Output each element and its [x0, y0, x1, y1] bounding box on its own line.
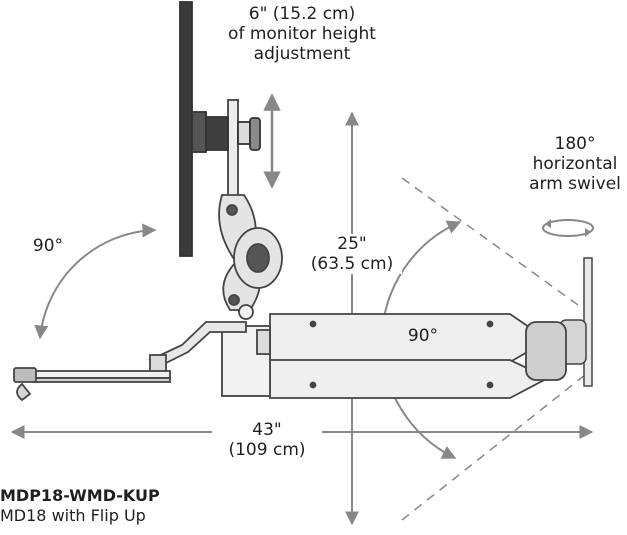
arm-sweep-lines	[401, 177, 586, 521]
monitor	[179, 1, 261, 257]
vertical-dim-line2: (63.5 cm)	[310, 254, 394, 274]
horizontal-dim-line2: (109 cm)	[228, 440, 306, 460]
height-adjust-line2: of monitor height	[228, 24, 376, 44]
vertical-dimension-label: 25" (63.5 cm)	[302, 234, 402, 274]
arm-base-block	[221, 325, 271, 397]
product-caption: MDP18-WMD-KUP MD18 with Flip Up	[0, 486, 160, 526]
height-adjust-line1: 6" (15.2 cm)	[248, 4, 356, 24]
swivel-icon	[542, 219, 594, 237]
swivel-line2: horizontal	[532, 154, 618, 174]
monitor-pole	[218, 99, 283, 320]
horizontal-dimension-label: 43" (109 cm)	[212, 420, 322, 460]
swivel-line1: 180°	[554, 134, 596, 154]
height-adjust-label: 6" (15.2 cm) of monitor height adjustmen…	[212, 4, 392, 64]
keyboard-tray	[13, 321, 247, 402]
vertical-dim-line1: 25"	[337, 234, 367, 254]
product-name: MD18 with Flip Up	[0, 506, 146, 525]
swivel-line3: arm swivel	[529, 174, 621, 194]
tilt-arc-left	[34, 223, 157, 340]
product-code: MDP18-WMD-KUP	[0, 486, 160, 505]
height-adjust-line3: adjustment	[253, 44, 351, 64]
swivel-label: 180° horizontal arm swivel	[520, 134, 627, 194]
articulating-arm	[269, 313, 567, 399]
horizontal-dim-line1: 43"	[252, 420, 282, 440]
tilt-angle-label: 90°	[32, 236, 64, 256]
arm-angle-label: 90°	[407, 326, 439, 346]
